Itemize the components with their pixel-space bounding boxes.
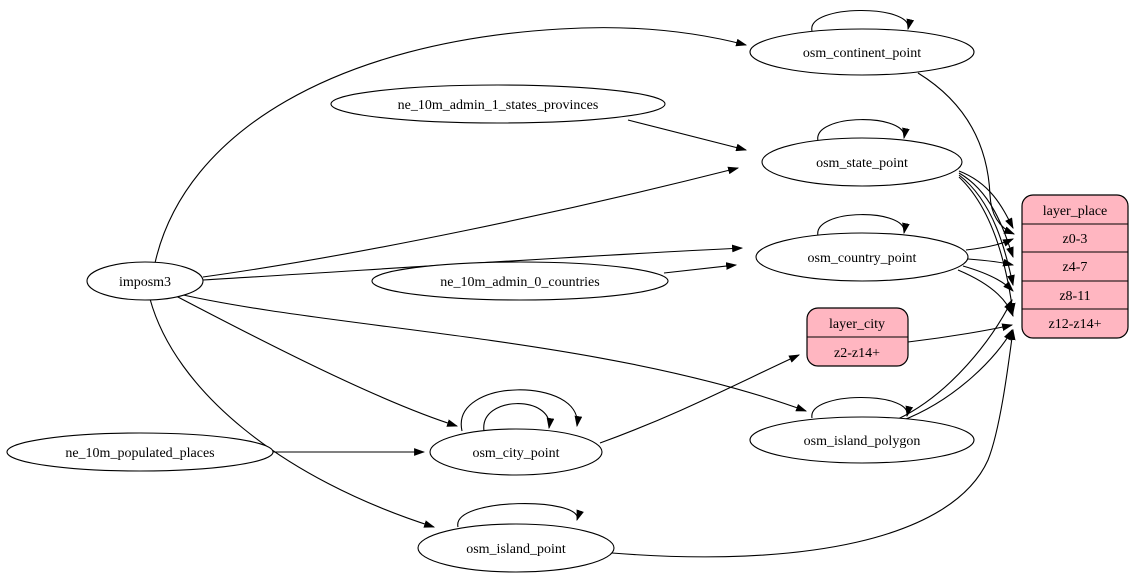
- node-imposm3-shape: [86, 261, 204, 301]
- node-island-point-label: osm_island_point: [466, 542, 566, 557]
- node-imposm3: imposm3: [86, 261, 204, 301]
- node-island-polygon-shape: [749, 416, 975, 464]
- edge-osm_state_point-z0-3: [958, 170, 1014, 229]
- edge-osm_country_point-z4-7: [967, 258, 1015, 267]
- edge-osm_island_point-z12-z14: [611, 328, 1016, 558]
- node-city-shape: [429, 428, 603, 476]
- node-osm_city_point: osm_city_point: [429, 428, 603, 476]
- node-continent-shape: [749, 28, 975, 76]
- edge-osm_island_polygon-z12-z14: [900, 329, 1013, 422]
- loop-osm_island_point: [457, 503, 584, 528]
- loop-osm_continent_point: [811, 10, 915, 32]
- node-osm_country_point: osm_country_point: [755, 232, 969, 282]
- loop-osm_city_point-outer: [460, 389, 583, 432]
- node-ne-states-shape: [330, 84, 666, 124]
- edge-imposm3-osm_island_point: [149, 298, 436, 528]
- edge-ne_countries-osm_country_point: [663, 262, 738, 274]
- edge-osm_state_point-z4-7: [958, 172, 1014, 259]
- loop-osm_state_point: [817, 119, 910, 142]
- node-continent-label: osm_continent_point: [803, 46, 921, 61]
- edge-osm_country_point-z8-11: [962, 265, 1014, 292]
- edge-osm_country_point-z12-z14: [957, 269, 1014, 318]
- node-ne-countries-label: ne_10m_admin_0_countries: [440, 275, 599, 290]
- edge-imposm3-osm_island_polygon: [169, 291, 808, 412]
- record-layer_place-row-z4-7: z4-7: [1063, 260, 1088, 275]
- record-layer_place: layer_place z0-3 z4-7 z8-11 z12-z14+: [1021, 194, 1129, 339]
- record-layer_place-box: [1021, 194, 1129, 339]
- node-osm_island_point: osm_island_point: [417, 523, 615, 573]
- edge-imposm3-osm_continent_point: [154, 27, 748, 264]
- node-state-label: osm_state_point: [816, 156, 908, 171]
- node-ne-populated-shape: [6, 432, 274, 472]
- edge-layer_city-z12-z14: [907, 323, 1014, 343]
- record-layer_city: layer_city z2-z14+: [806, 307, 909, 367]
- record-layer_city-header: layer_city: [829, 317, 885, 332]
- record-layer_place-row-z8-11: z8-11: [1059, 289, 1090, 304]
- loop-osm_city_point-inner: [483, 403, 555, 432]
- edge-imposm3-osm_city_point: [175, 295, 459, 427]
- node-country-shape: [755, 232, 969, 282]
- node-city-label: osm_city_point: [472, 446, 559, 461]
- loop-osm_country_point: [817, 214, 910, 237]
- edge-imposm3-osm_state_point: [202, 166, 740, 278]
- node-osm_state_point: osm_state_point: [761, 137, 963, 187]
- node-island-point-shape: [417, 523, 615, 573]
- edge-osm_city_point-layer_city: [599, 354, 801, 444]
- edge-osm_country_point-z0-3: [965, 238, 1015, 251]
- node-state-shape: [761, 137, 963, 187]
- node-ne_10m_admin_1_states_provinces: ne_10m_admin_1_states_provinces: [330, 84, 666, 124]
- record-layer_place-row-z12-z14: z12-z14+: [1049, 317, 1102, 332]
- loop-osm_island_polygon: [811, 397, 914, 419]
- node-ne-countries-shape: [371, 261, 669, 301]
- node-osm_island_polygon: osm_island_polygon: [749, 416, 975, 464]
- node-imposm3-label: imposm3: [119, 275, 171, 290]
- node-island-polygon-label: osm_island_polygon: [804, 434, 921, 449]
- node-ne_10m_populated_places: ne_10m_populated_places: [6, 432, 274, 472]
- node-ne_10m_admin_0_countries: ne_10m_admin_0_countries: [371, 261, 669, 301]
- record-layer_place-row-z0-3: z0-3: [1063, 232, 1088, 247]
- edges: [149, 10, 1016, 558]
- node-ne-states-label: ne_10m_admin_1_states_provinces: [398, 98, 599, 113]
- node-osm_continent_point: osm_continent_point: [749, 28, 975, 76]
- edge-osm_state_point-z8-11: [958, 174, 1015, 287]
- node-country-label: osm_country_point: [808, 251, 917, 266]
- edge-osm_island_polygon-z8-11: [897, 299, 1013, 420]
- record-layer_place-header: layer_place: [1043, 204, 1108, 219]
- edge-osm_continent_point-z0-3: [917, 72, 1016, 235]
- node-ne-populated-label: ne_10m_populated_places: [65, 446, 214, 461]
- edge-ne_states_provinces-osm_state_point: [627, 119, 748, 152]
- record-layer_city-row-z2-z14: z2-z14+: [834, 346, 880, 361]
